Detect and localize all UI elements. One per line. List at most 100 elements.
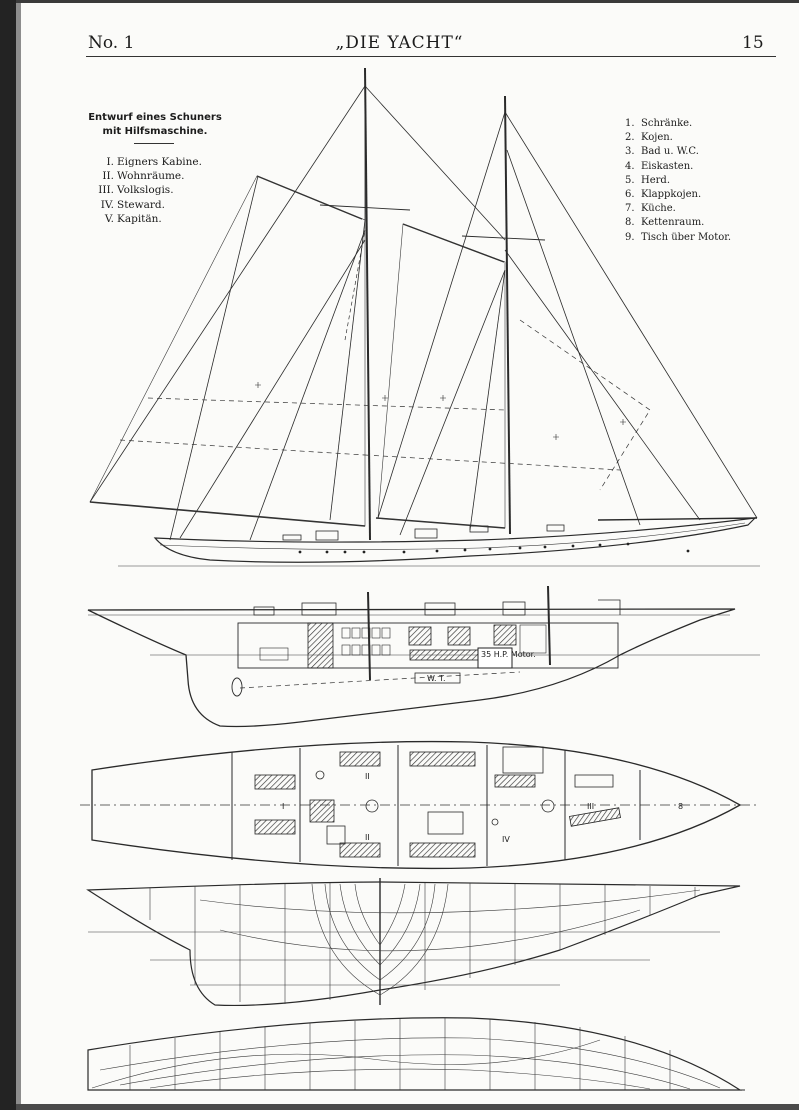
plan-label-I: I xyxy=(282,802,284,811)
mast-step xyxy=(367,591,371,681)
legend-label: Volkslogis. xyxy=(117,184,174,197)
skylight xyxy=(253,606,275,616)
legend-label: Kettenraum. xyxy=(641,217,705,229)
legend-row: 9.Tisch über Motor. xyxy=(625,231,731,245)
legend-label: Bad u. W.C. xyxy=(641,146,699,158)
fittings-legend: 1.Schränke. 2.Kojen. 3.Bad u. W.C. 4.Eis… xyxy=(625,117,731,245)
runner xyxy=(169,175,259,541)
legend-row: V.Kapitän. xyxy=(86,212,202,226)
half-breadth-plan xyxy=(87,1017,745,1091)
plan-label-II: II xyxy=(365,833,370,842)
crosstree xyxy=(461,235,546,241)
legend-label: Klappkojen. xyxy=(641,189,702,201)
legend-num: V. xyxy=(104,212,114,225)
fore-topmast-stay xyxy=(506,149,641,526)
legend-num: 4. xyxy=(625,160,635,172)
legend-row: 1.Schränke. xyxy=(625,117,731,131)
legend-num: 7. xyxy=(625,203,635,215)
plan-label-III: III xyxy=(587,802,594,811)
header-rule xyxy=(86,56,776,57)
mast-partner xyxy=(365,799,379,813)
motor-box xyxy=(477,647,513,669)
staysail-stay xyxy=(504,249,701,521)
drawing-title-line2: mit Hilfsmaschine. xyxy=(102,126,208,137)
plan-label-II: II xyxy=(365,772,370,781)
motor-label: 35 H.P. Motor. xyxy=(481,650,536,659)
legend-num: III. xyxy=(98,184,114,197)
half-breadth-stations xyxy=(129,1018,671,1090)
title-rule xyxy=(134,143,174,144)
issue-number: No. 1 xyxy=(88,33,135,53)
legend-row: IV.Steward. xyxy=(86,198,202,212)
bath-tub xyxy=(326,825,346,845)
legend-label: Küche. xyxy=(641,203,676,215)
propeller-aperture xyxy=(231,677,243,697)
legend-num: 5. xyxy=(625,174,635,186)
portholes xyxy=(298,542,690,554)
bulkheads xyxy=(231,745,641,866)
legend-num: I. xyxy=(106,156,115,168)
legend-row: 8.Kettenraum. xyxy=(625,216,731,230)
legend-num: 2. xyxy=(625,132,635,144)
plan-outline xyxy=(91,740,742,870)
waterline-curve xyxy=(149,1068,651,1090)
legend-row: 3. Bad u. W.C. xyxy=(625,145,731,159)
berth xyxy=(494,774,536,788)
mast-step xyxy=(547,585,551,666)
plan-label-8: 8 xyxy=(678,802,683,811)
lines-plan xyxy=(86,878,741,1007)
reef-line xyxy=(344,229,366,341)
reef-line xyxy=(147,397,506,411)
diagonal xyxy=(219,909,641,952)
berth xyxy=(409,751,476,767)
deckhouse xyxy=(315,530,339,541)
deck-plan: I II II III IV 8 xyxy=(80,740,760,870)
foresail xyxy=(377,223,506,529)
legend-row: I.Eigners Kabine. xyxy=(86,155,202,169)
topsail-leech xyxy=(89,85,366,503)
mainmast xyxy=(504,95,511,535)
deckhouse xyxy=(282,534,302,541)
rooms-legend: I.Eigners Kabine. II.Wohnräume. III.Volk… xyxy=(86,155,202,226)
saloon-table xyxy=(427,811,464,835)
legend-label: Herd. xyxy=(641,174,670,186)
book-binding xyxy=(0,0,16,1110)
bowsprit xyxy=(597,517,758,521)
station-lines xyxy=(149,883,696,1004)
deckhouse-section xyxy=(424,602,456,616)
runner xyxy=(179,239,366,539)
legend-label: Eigners Kabine. xyxy=(117,156,202,168)
berth xyxy=(339,842,381,858)
legend-label: Schränke. xyxy=(641,118,693,129)
diagonal-curve xyxy=(91,1039,601,1089)
berth xyxy=(569,807,621,827)
foremast-main xyxy=(364,67,371,541)
shroud xyxy=(329,219,366,521)
wc-fixture xyxy=(491,818,499,826)
longitudinal-section: 35 H.P. Motor. W. T. xyxy=(87,585,760,728)
mast-partner xyxy=(541,799,555,813)
deckhouse xyxy=(414,528,438,539)
reef-line xyxy=(364,454,621,471)
legend-num: 3. xyxy=(625,146,635,158)
berth xyxy=(409,842,476,858)
berth xyxy=(254,819,296,835)
sheer-line xyxy=(159,522,746,550)
page-number: 15 xyxy=(742,33,764,53)
top-edge xyxy=(16,0,799,3)
shroud xyxy=(249,229,366,541)
sail-marks xyxy=(255,382,626,440)
folding-berth xyxy=(574,774,614,788)
hull-profile xyxy=(153,517,757,563)
drawing-title: Entwurf eines Schuners mit Hilfsmaschine… xyxy=(70,111,240,139)
legend-row: 5. Herd. xyxy=(625,174,731,188)
deckhouse-section xyxy=(301,602,337,616)
shroud xyxy=(469,269,506,531)
legend-num: 6. xyxy=(625,189,635,201)
bottom-edge xyxy=(16,1104,799,1110)
shroud xyxy=(399,269,506,536)
deckhouse-section xyxy=(502,601,526,616)
wc-fixture xyxy=(315,770,325,780)
shaft-line xyxy=(239,671,521,689)
